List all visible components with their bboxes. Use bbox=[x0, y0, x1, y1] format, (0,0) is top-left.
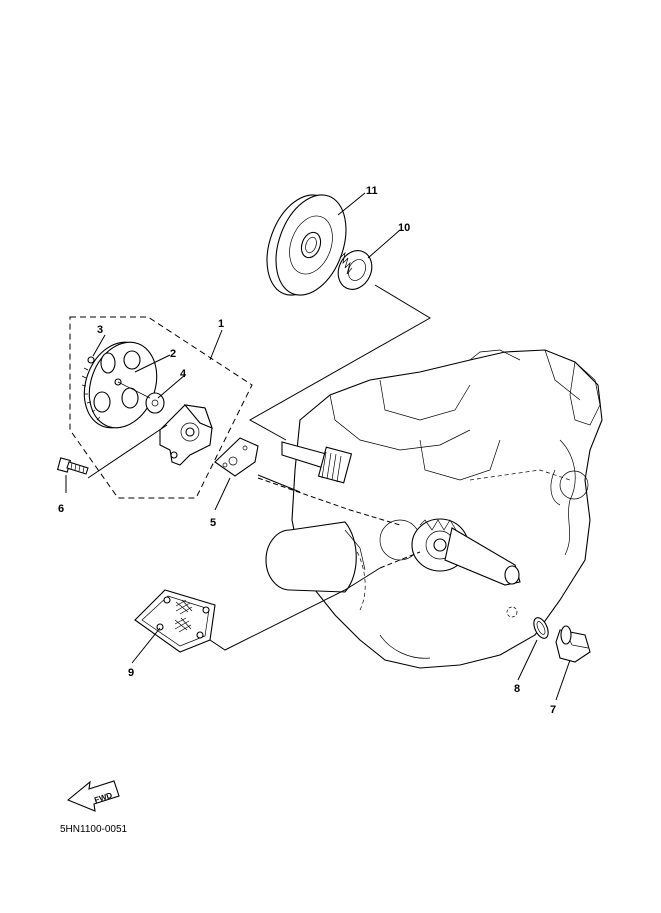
part-10-gear bbox=[337, 250, 373, 290]
fwd-arrow-icon: FWD bbox=[66, 780, 120, 812]
part-9-strainer bbox=[134, 589, 216, 653]
leader-lines bbox=[65, 192, 571, 701]
part-7-drain-plug bbox=[555, 625, 591, 663]
callout-4: 4 bbox=[180, 368, 187, 380]
part-8-washer bbox=[533, 617, 549, 639]
callout-2: 2 bbox=[170, 348, 176, 360]
crankcase-assembly bbox=[265, 349, 603, 669]
callout-9: 9 bbox=[128, 667, 134, 679]
part-2-gear bbox=[81, 341, 158, 429]
callout-5: 5 bbox=[210, 517, 216, 529]
callout-1: 1 bbox=[218, 318, 224, 330]
part-5-gasket bbox=[214, 437, 259, 477]
part-4-washer bbox=[117, 381, 165, 414]
part-11-rotor bbox=[266, 194, 347, 296]
part-3-pin bbox=[87, 356, 95, 364]
callout-10: 10 bbox=[398, 222, 410, 234]
callout-3: 3 bbox=[97, 324, 103, 336]
callout-6: 6 bbox=[58, 503, 64, 515]
callout-labels: 1 2 3 4 5 6 7 8 9 10 11 bbox=[58, 185, 556, 716]
callout-11: 11 bbox=[366, 185, 378, 197]
callout-7: 7 bbox=[550, 704, 556, 716]
part-6-bolt bbox=[56, 457, 89, 475]
oil-pump-body bbox=[159, 404, 213, 466]
callout-8: 8 bbox=[514, 683, 520, 695]
drawing-code: 5HN1100-0051 bbox=[60, 824, 128, 835]
